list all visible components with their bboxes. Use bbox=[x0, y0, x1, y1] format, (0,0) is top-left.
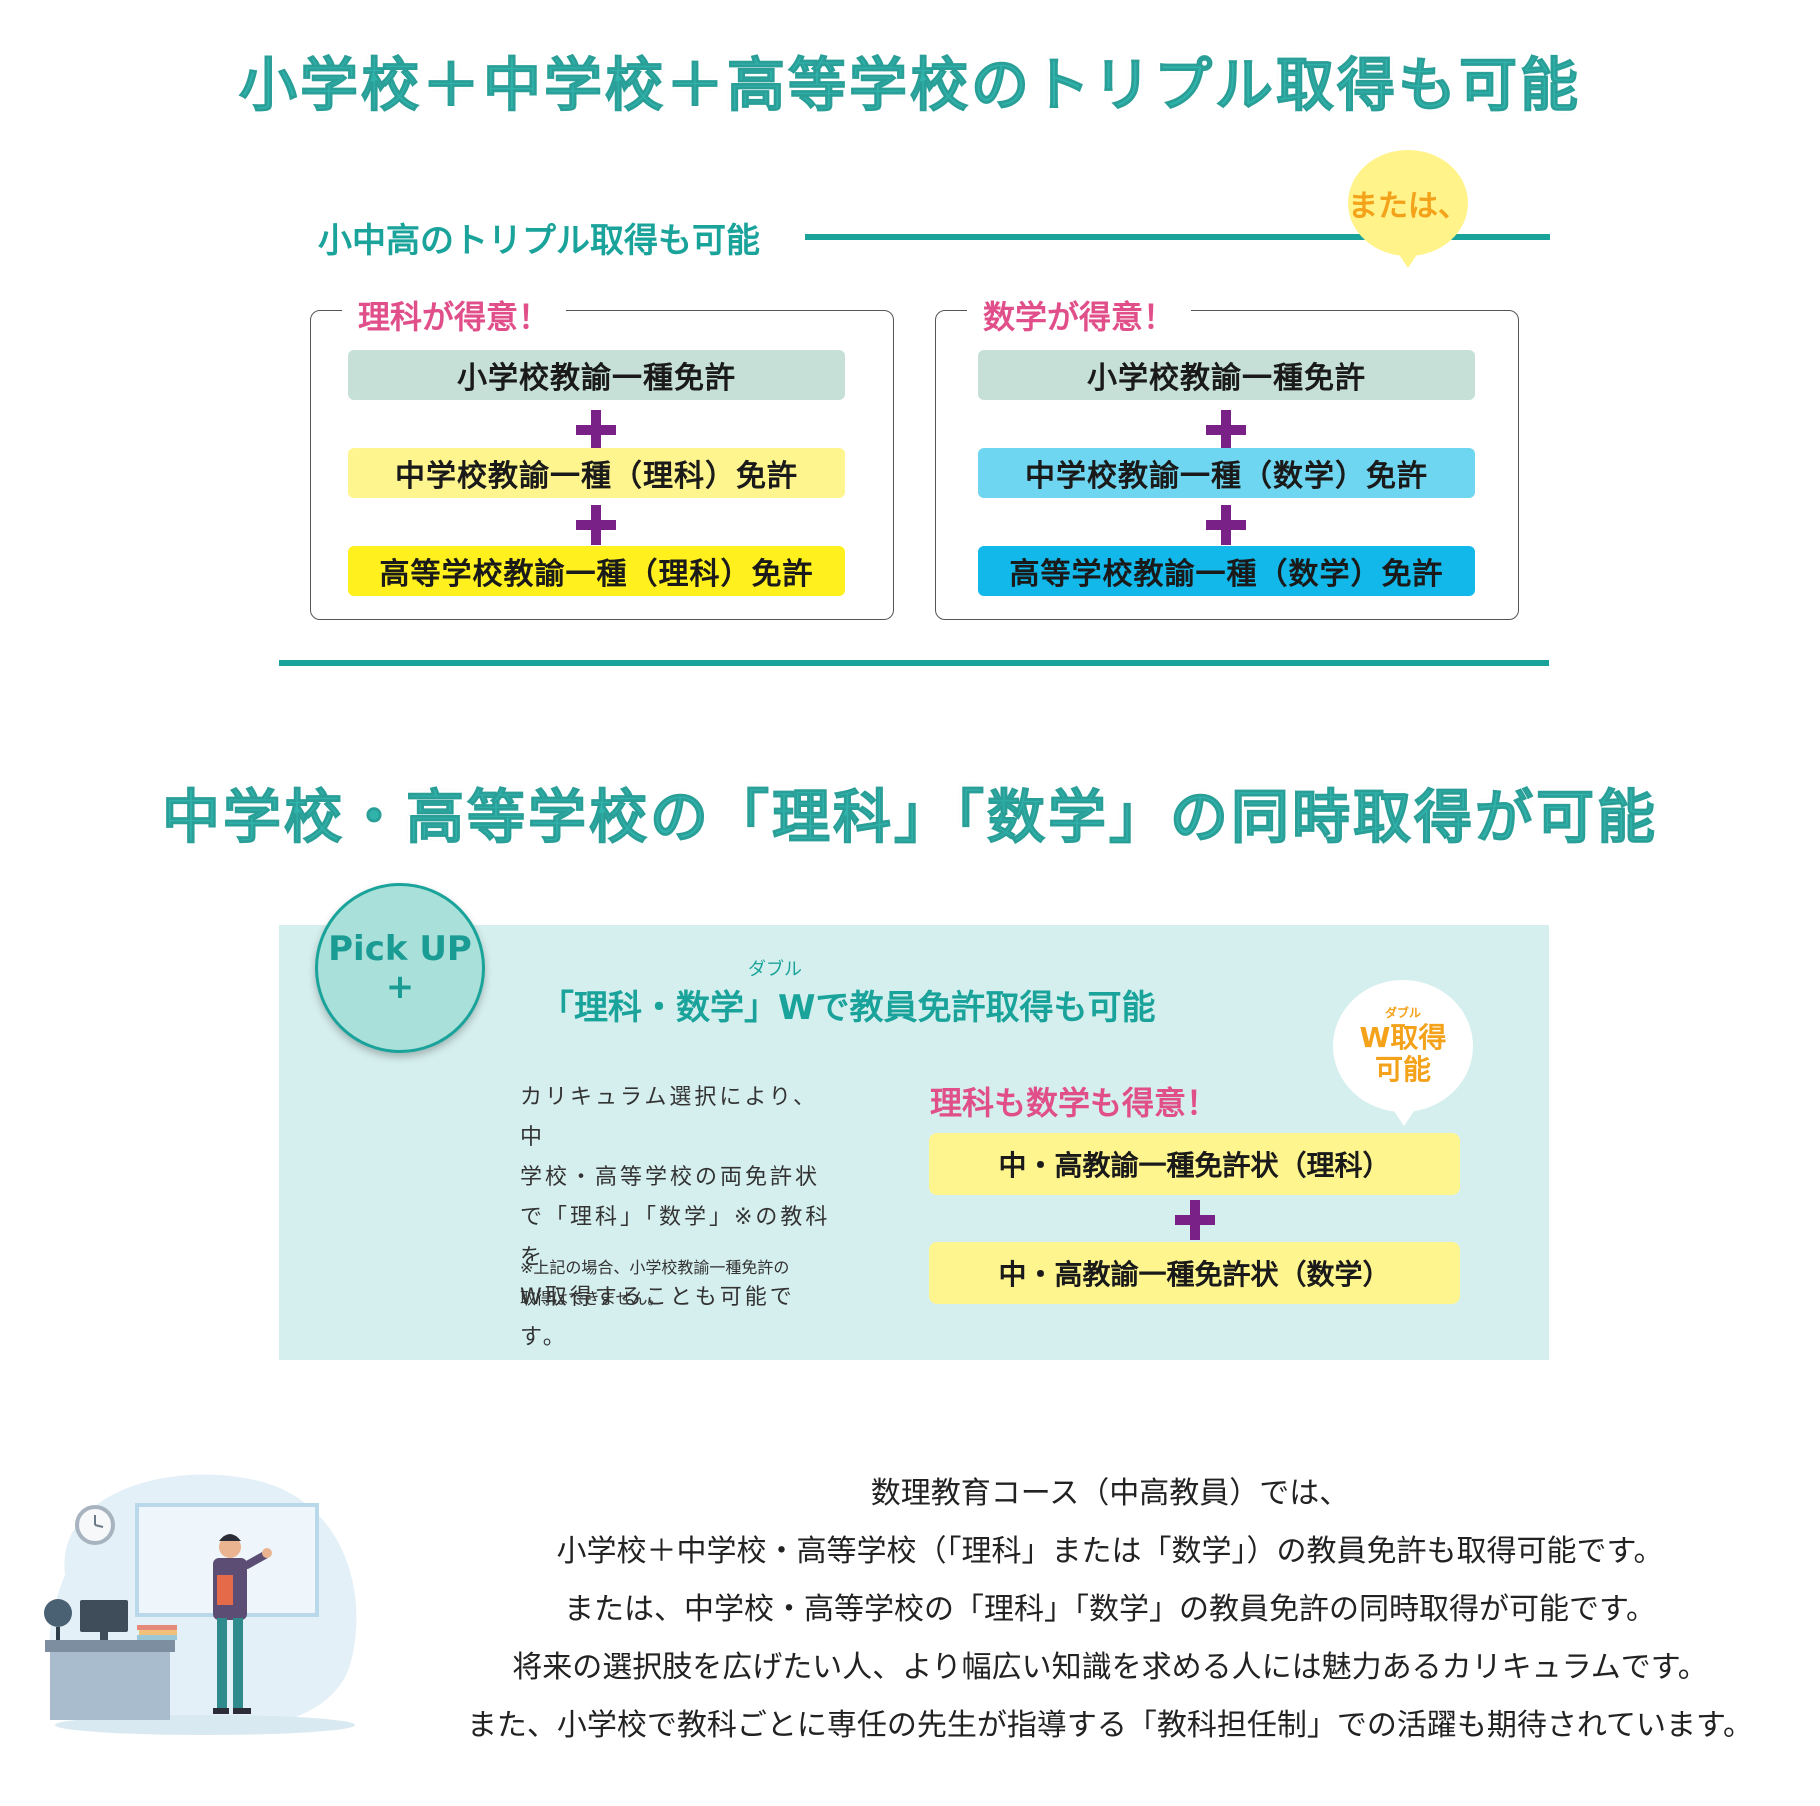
science-junior-high-license: 中学校教諭一種（理科）免許 bbox=[348, 448, 845, 498]
or-bubble-tail bbox=[1396, 250, 1420, 268]
plus-icon bbox=[1175, 1200, 1215, 1240]
plus-icon bbox=[576, 410, 616, 450]
plus-icon bbox=[576, 505, 616, 545]
pickup-subtitle: 理科も数学も得意！ bbox=[930, 1084, 1219, 1122]
science-card-title: 理科が得意！ bbox=[342, 292, 567, 338]
triple-license-headline: 小学校＋中学校＋高等学校のトリプル取得も可能 bbox=[238, 51, 1581, 120]
math-high-school-license: 高等学校教諭一種（数学）免許 bbox=[978, 546, 1475, 596]
teacher-classroom-illustration bbox=[44, 1474, 357, 1735]
note-line: 取得はできません。 bbox=[520, 1289, 664, 1308]
or-speech-bubble: または、 bbox=[1348, 150, 1468, 256]
math-card-title: 数学が得意！ bbox=[967, 292, 1192, 338]
section-bottom-line bbox=[279, 660, 1549, 666]
body-line: で「理科」「数学」※の教科を bbox=[520, 1205, 831, 1270]
pickup-title-ruby: ダブル bbox=[748, 959, 802, 980]
section-divider-line bbox=[805, 234, 1550, 240]
pickup-note: ※上記の場合、小学校教諭一種免許の 取得はできません。 bbox=[520, 1252, 840, 1314]
pickup-badge-label: Pick UP bbox=[328, 929, 472, 969]
w-license-bubble: ダブル W取得 可能 bbox=[1333, 980, 1473, 1112]
closing-line-2: 小学校＋中学校・高等学校（「理科」または「数学」）の教員免許も取得可能です。 bbox=[556, 1534, 1664, 1569]
science-elementary-license: 小学校教諭一種免許 bbox=[348, 350, 845, 400]
w-bubble-tail bbox=[1392, 1108, 1416, 1126]
note-line: ※上記の場合、小学校教諭一種免許の bbox=[520, 1258, 790, 1277]
science-high-school-license: 高等学校教諭一種（理科）免許 bbox=[348, 546, 845, 596]
body-line: カリキュラム選択により、中 bbox=[520, 1085, 819, 1150]
math-junior-high-license: 中学校教諭一種（数学）免許 bbox=[978, 448, 1475, 498]
pickup-title: 「理科・数学」Wで教員免許取得も可能 bbox=[540, 988, 1156, 1028]
or-label: または、 bbox=[1348, 189, 1468, 224]
closing-line-4: 将来の選択肢を広げたい人、より幅広い知識を求める人には魅力あるカリキュラムです。 bbox=[512, 1650, 1708, 1685]
science-dual-license: 中・高教諭一種免許状（理科） bbox=[929, 1133, 1460, 1195]
triple-license-subtitle: 小中高のトリプル取得も可能 bbox=[318, 213, 778, 262]
plus-icon bbox=[1206, 410, 1246, 450]
body-line: W取得することも可能です。 bbox=[520, 1285, 795, 1350]
closing-line-3: または、中学校・高等学校の「理科」「数学」の教員免許の同時取得が可能です。 bbox=[564, 1592, 1656, 1627]
w-bubble-line2: 可能 bbox=[1374, 1053, 1431, 1086]
plus-icon bbox=[1206, 505, 1246, 545]
body-line: 学校・高等学校の両免許状 bbox=[520, 1165, 821, 1190]
pickup-badge: Pick UP + bbox=[315, 883, 485, 1053]
math-elementary-license: 小学校教諭一種免許 bbox=[978, 350, 1475, 400]
w-bubble-ruby: ダブル bbox=[1384, 1006, 1421, 1020]
closing-line-1: 数理教育コース（中高教員）では、 bbox=[870, 1476, 1350, 1511]
math-dual-license: 中・高教諭一種免許状（数学） bbox=[929, 1242, 1460, 1304]
pickup-body-text: カリキュラム選択により、中 学校・高等学校の両免許状 で「理科」「数学」※の教科… bbox=[520, 1078, 840, 1358]
dual-license-headline: 中学校・高等学校の「理科」「数学」の同時取得が可能 bbox=[161, 783, 1658, 852]
closing-line-5: また、小学校で教科ごとに専任の先生が指導する「教科担任制」での活躍も期待されてい… bbox=[466, 1708, 1754, 1743]
pickup-badge-plus: + bbox=[385, 967, 415, 1007]
w-bubble-line1: W取得 bbox=[1359, 1021, 1447, 1054]
